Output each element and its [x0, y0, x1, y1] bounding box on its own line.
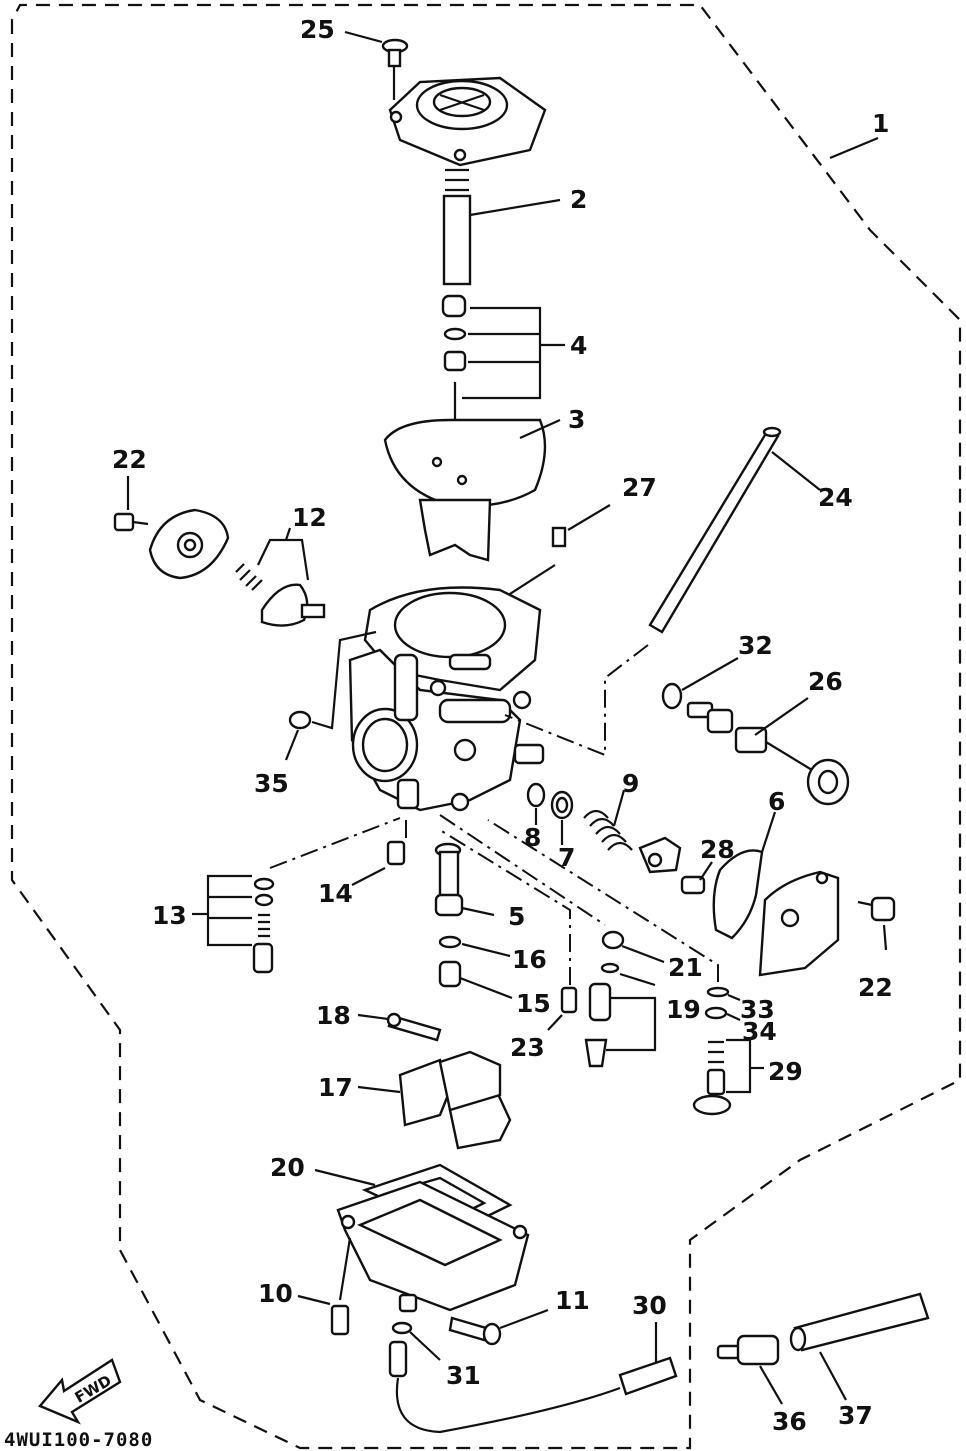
part-21-needle-valve — [439, 814, 665, 964]
drawing-code: 4WUI100-7080 — [4, 1429, 153, 1451]
part-23-jet — [439, 829, 578, 1031]
part-36-fitting — [716, 1334, 783, 1405]
part-28-bracket-screw — [638, 836, 713, 895]
part-17-float — [357, 1050, 512, 1150]
part-3-diaphragm — [383, 418, 561, 562]
callout-10: 10 — [258, 1279, 293, 1308]
callout-8: 8 — [524, 823, 541, 852]
part-side-cover — [758, 870, 840, 977]
part-2-spring — [442, 168, 561, 286]
part-top-cover — [388, 76, 547, 167]
part-18-float-pin — [357, 1012, 442, 1042]
part-8-washer — [526, 782, 546, 825]
part-choke-cover — [148, 508, 230, 580]
callout-23: 23 — [510, 1033, 545, 1062]
callout-13: 13 — [152, 901, 187, 930]
fwd-arrow-icon: FWD — [38, 1358, 122, 1425]
part-carburetor-body — [348, 586, 545, 812]
part-22-screw-right — [857, 896, 896, 951]
callout-4: 4 — [570, 331, 587, 360]
part-32-o-ring — [661, 657, 739, 710]
part-10-screw — [297, 1237, 352, 1336]
part-30-hose — [618, 1322, 678, 1396]
callout-24: 24 — [818, 483, 853, 512]
part-6-gasket — [712, 811, 777, 940]
part-11-drain-screw — [448, 1308, 549, 1346]
part-13-pilot-screw-set — [192, 817, 401, 974]
callout-26: 26 — [808, 667, 843, 696]
callout-1: 1 — [872, 109, 889, 138]
part-12-plunger — [235, 527, 326, 627]
callout-37: 37 — [838, 1401, 873, 1430]
part-31-clip — [391, 1321, 441, 1361]
callout-28: 28 — [700, 835, 735, 864]
callout-25: 25 — [300, 15, 335, 44]
callout-14: 14 — [318, 879, 353, 908]
callout-34: 34 — [742, 1017, 777, 1046]
callout-33: 33 — [740, 995, 775, 1024]
callout-5: 5 — [508, 902, 525, 931]
callout-labels: 1 2 3 4 5 6 7 8 9 10 11 12 13 14 15 16 1… — [112, 15, 893, 1436]
part-19-valve-seat — [584, 962, 657, 1068]
callout-7: 7 — [558, 843, 575, 872]
callout-18: 18 — [316, 1001, 351, 1030]
callout-30: 30 — [632, 1291, 667, 1320]
leader-1 — [829, 136, 879, 160]
callout-36: 36 — [772, 1407, 807, 1436]
callout-32: 32 — [738, 631, 773, 660]
callout-31: 31 — [446, 1361, 481, 1390]
callout-35: 35 — [254, 769, 289, 798]
callout-9: 9 — [622, 769, 639, 798]
callout-19: 19 — [666, 995, 701, 1024]
callout-11: 11 — [555, 1286, 590, 1315]
part-7-washer — [550, 790, 574, 845]
part-22-screw-left — [113, 476, 149, 532]
callout-2: 2 — [570, 185, 587, 214]
callout-6: 6 — [768, 787, 785, 816]
part-15-main-jet — [438, 960, 513, 1000]
callout-3: 3 — [568, 405, 585, 434]
part-25-screw — [344, 30, 409, 100]
assembly-boundary — [10, 3, 962, 1450]
callout-22-left: 22 — [112, 445, 147, 474]
part-33-o-ring — [487, 819, 741, 1002]
part-26-screw — [686, 697, 850, 806]
part-9-spring — [583, 789, 633, 851]
part-hose-fitting — [388, 1340, 621, 1434]
callout-29: 29 — [768, 1057, 803, 1086]
callout-21: 21 — [668, 953, 703, 982]
part-5-needle-jet — [434, 842, 495, 917]
part-16-washer — [438, 935, 511, 958]
part-35-nut — [284, 630, 377, 761]
part-34-washer — [704, 1006, 741, 1021]
callout-27: 27 — [622, 473, 657, 502]
callout-12: 12 — [292, 503, 327, 532]
callout-17: 17 — [318, 1073, 353, 1102]
part-29-drain-screw — [692, 1038, 764, 1116]
callout-15: 15 — [516, 989, 551, 1018]
part-14-jet — [351, 818, 407, 886]
callout-16: 16 — [512, 945, 547, 974]
part-float-bowl — [336, 1180, 530, 1313]
callout-22-right: 22 — [858, 973, 893, 1002]
part-37-hose — [789, 1292, 930, 1401]
part-24-rod — [504, 426, 821, 757]
callout-20: 20 — [270, 1153, 305, 1182]
